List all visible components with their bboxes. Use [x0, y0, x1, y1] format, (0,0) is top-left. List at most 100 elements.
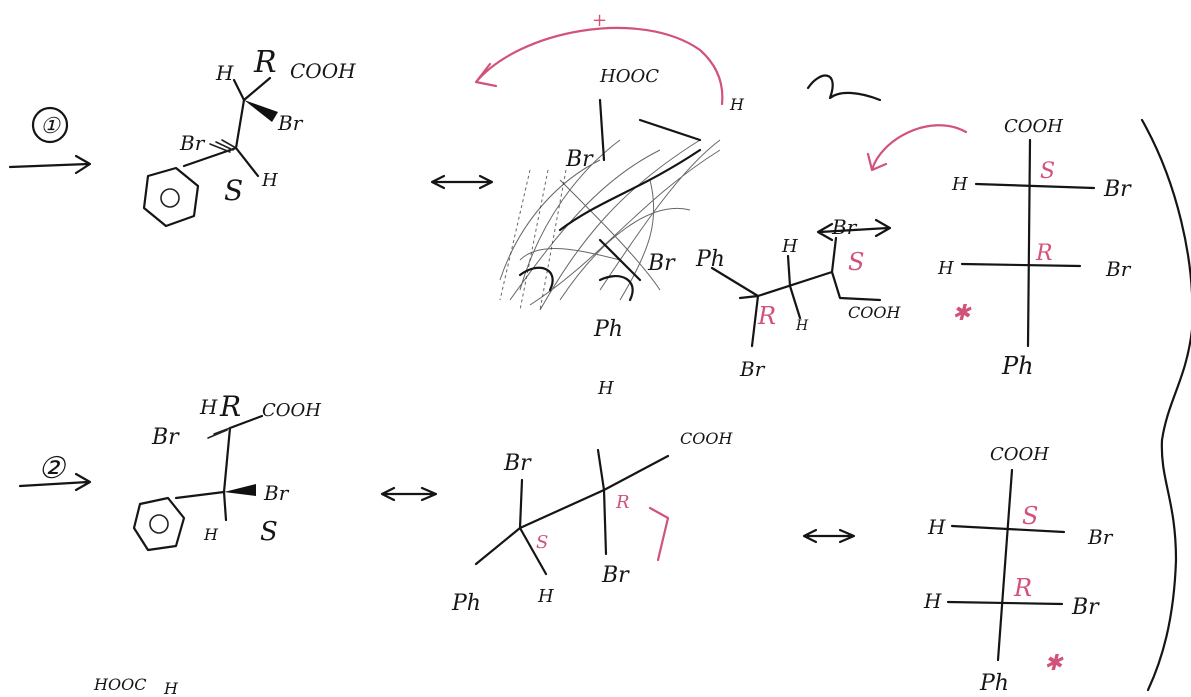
benzene-ring-1	[142, 166, 200, 228]
label-fischer1-r1-config: S	[1040, 159, 1055, 184]
scribble-lines	[499, 139, 721, 311]
zigzag-branches-2	[518, 448, 608, 576]
label-fischer2-r2-left: H	[923, 589, 942, 613]
label-sawhorse-br-left: Br	[565, 147, 594, 172]
label-fischer2-r2-right: Br	[1071, 595, 1100, 620]
wedge-dash-structure-2: H R COOH Br Br H S	[132, 390, 321, 552]
scribble-marks	[518, 266, 634, 302]
label-top-h-1: H	[215, 61, 234, 85]
fischer-projection-2: COOH H Br S H Br R Ph ✱	[923, 444, 1114, 696]
label-zigzag1-config-left: R	[757, 302, 776, 330]
pink-mark-fischer1: ✱	[952, 301, 972, 326]
fischer2-row2	[946, 600, 1064, 606]
dash-c1-br-2	[207, 427, 231, 439]
label-fischer1-r2-config: R	[1035, 241, 1053, 266]
label-sawhorse-acid: HOOC	[599, 66, 659, 87]
label-top-br-2: Br	[151, 425, 180, 450]
label-zigzag1-h-top: H	[781, 236, 798, 257]
wedge-c2-br-2	[224, 484, 256, 496]
label-sawhorse-ph: Ph	[593, 317, 623, 342]
label-zigzag1-h-low: H	[795, 318, 809, 334]
zigzag-branches-1	[710, 236, 838, 348]
label-fischer2-r1-config: S	[1022, 502, 1038, 530]
label-fischer1-bottom: Ph	[1001, 352, 1034, 380]
bond-ring-to-c2-2	[174, 490, 226, 500]
bond-c1-cooh-2	[228, 414, 264, 430]
benzene-circle-1	[160, 188, 180, 208]
label-top-h-2: H	[199, 395, 218, 419]
zigzag-structure-1: Ph H Br S R H COOH Br	[695, 215, 901, 381]
label-bottom-partial-a: HOOC	[93, 675, 146, 694]
label-bottom-config-2: S	[260, 517, 278, 547]
label-bottom-br-2: Br	[263, 481, 290, 505]
fischer2-row1	[950, 524, 1066, 534]
step-marker-1: ①	[8, 106, 92, 175]
label-bottom-h-2: H	[203, 525, 219, 544]
label-zigzag2-config-right: R	[615, 492, 630, 513]
bond-c2-to-c1-2	[222, 426, 232, 494]
label-zigzag2-br-left: Br	[503, 451, 532, 476]
label-fischer1-r2-right: Br	[1105, 257, 1132, 281]
label-zigzag1-bottom-br: Br	[739, 357, 766, 381]
label-zigzag2-ph: Ph	[451, 591, 481, 616]
pink-mark-top: +	[592, 10, 607, 31]
fischer2-vertical	[996, 468, 1014, 662]
scribble-top-right	[806, 74, 882, 102]
label-zigzag1-br: Br	[831, 215, 858, 239]
label-top-acid-2: COOH	[262, 400, 321, 421]
row-1: ① H R COOH Br Br H S	[8, 10, 1132, 381]
label-top-config-1: R	[253, 45, 277, 80]
step-marker-2-label: ②	[38, 451, 67, 486]
label-bottom-br-1: Br	[179, 131, 206, 155]
zigzag-backbone-2	[474, 454, 670, 566]
wedge-dash-structure-1: H R COOH Br Br H S	[142, 45, 356, 228]
label-fischer2-r2-config: R	[1013, 574, 1032, 602]
wedge-c1-br	[244, 100, 278, 122]
label-zigzag1-config-right: S	[848, 248, 864, 276]
label-sawhorse-top-h: H	[729, 95, 745, 114]
label-zigzag2-config-left: S	[536, 532, 548, 553]
equivalence-arrow-2b	[802, 528, 856, 544]
equivalence-arrow-1b	[816, 218, 892, 242]
label-fischer2-bottom: Ph	[979, 671, 1009, 696]
step-marker-2: ②	[18, 451, 92, 492]
label-zigzag1-ph: Ph	[695, 247, 725, 272]
bond-c2-to-c1	[234, 98, 246, 150]
bond-c1-cooh	[242, 76, 272, 102]
label-fischer1-top: COOH	[1004, 116, 1063, 137]
bond-c2-h	[234, 146, 260, 178]
fischer1-vertical	[1026, 138, 1032, 348]
equivalence-arrow-2a	[380, 486, 438, 502]
label-zigzag2-bottom-br: Br	[601, 563, 630, 588]
label-zigzag2-top-h: H	[597, 378, 614, 399]
dash-c2-br	[209, 139, 237, 153]
label-bottom-partial-b: H	[163, 679, 179, 697]
benzene-circle-2	[149, 514, 169, 534]
zigzag-structure-2: H Br COOH R S Br Ph H	[451, 378, 733, 616]
step-arrow-2	[18, 472, 92, 492]
scribbled-sawhorse-1: + HOOC Br H Br Ph	[474, 10, 882, 342]
pink-mark-zigzag2	[648, 506, 670, 562]
pink-mark-fischer2: ✱	[1044, 651, 1064, 676]
label-fischer2-r1-left: H	[927, 515, 946, 539]
label-top-br-1: Br	[277, 111, 304, 135]
label-top-acid-1: COOH	[290, 59, 356, 83]
benzene-ring-2	[132, 496, 186, 552]
step-arrow-1	[8, 154, 92, 175]
row-2: ② H R COOH Br Br H S H B	[18, 378, 1114, 696]
fischer1-row1	[974, 182, 1096, 190]
label-bottom-config-1: S	[224, 174, 243, 207]
label-zigzag1-acid: COOH	[848, 303, 901, 322]
label-fischer1-r2-left: H	[937, 258, 954, 279]
zigzag-backbone-1	[738, 270, 882, 302]
scribble-bonds	[558, 98, 702, 282]
label-fischer2-top: COOH	[990, 444, 1049, 465]
fischer1-row2	[960, 262, 1082, 268]
bottom-partial: HOOC H	[93, 675, 179, 697]
scribble-dotted	[499, 169, 567, 311]
pink-curved-arrow-right	[866, 124, 968, 172]
label-fischer1-r1-left: H	[951, 174, 968, 195]
right-brace	[1140, 118, 1191, 692]
